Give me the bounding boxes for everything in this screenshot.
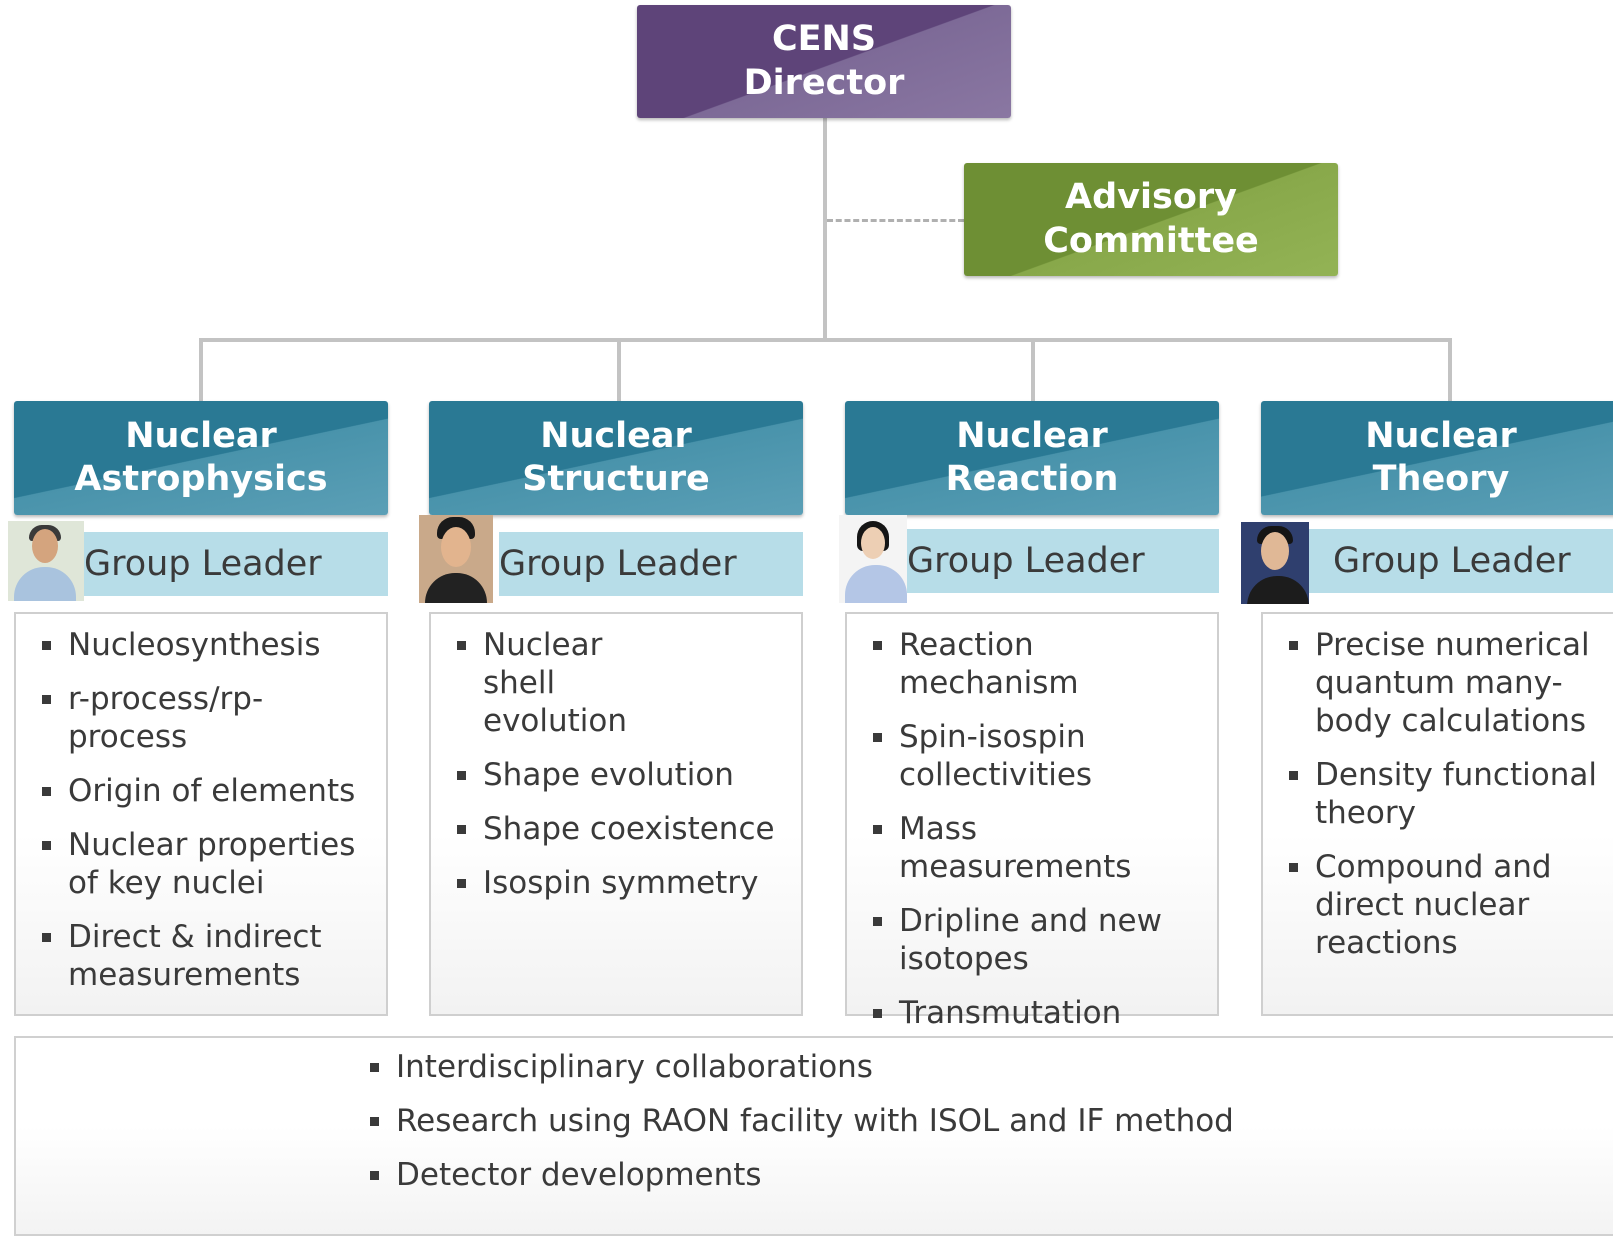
research-topic-item: Precise numerical quantum many-body calc…: [1285, 626, 1600, 740]
research-topic-item: Origin of elements: [38, 772, 378, 810]
group-title-line2: Theory: [1372, 459, 1510, 499]
research-topic-item: Nuclear properties of key nuclei: [38, 826, 378, 902]
research-topic-item: Shape evolution: [453, 756, 793, 794]
research-topic-item: Density functional theory: [1285, 756, 1600, 832]
research-topic-item: Spin-isospin collectivities: [869, 718, 1092, 794]
leader-photo-theory: [1241, 522, 1309, 604]
research-panel-reaction: Reaction mechanism Spin-isospin collecti…: [845, 612, 1219, 1031]
group-leader-bar-structure: Group Leader: [499, 532, 803, 596]
director-label-line2: Director: [743, 62, 905, 103]
research-panel-theory: Precise numerical quantum many-body calc…: [1261, 612, 1613, 1016]
common-topic-item: Interdisciplinary collaborations: [366, 1048, 1613, 1086]
group-leader-label: Group Leader: [907, 541, 1145, 581]
group-bus-line: [199, 338, 1452, 342]
common-research-panel: Interdisciplinary collaborations Researc…: [14, 1036, 1613, 1236]
group-header-theory: Nuclear Theory: [1261, 401, 1613, 515]
research-topics-list: Reaction mechanism Spin-isospin collecti…: [869, 626, 1209, 1032]
common-topic-item: Research using RAON facility with ISOL a…: [366, 1102, 1613, 1140]
common-topics-list: Interdisciplinary collaborations Researc…: [366, 1048, 1613, 1194]
research-topic-item: r-process/rp-process: [38, 680, 378, 756]
common-topic-item: Detector developments: [366, 1156, 1613, 1194]
group-leader-bar-astrophysics: Group Leader: [84, 532, 388, 596]
drop-line-theory: [1448, 338, 1452, 401]
research-topic-item: Nuclear shell evolution: [453, 626, 683, 740]
group-header-reaction: Nuclear Reaction: [845, 401, 1219, 515]
research-panel-structure: Nuclear shell evolution Shape evolution …: [429, 612, 803, 1016]
research-topic-item: Mass measurements: [869, 810, 1209, 886]
group-title-line2: Structure: [522, 459, 710, 499]
leader-photo-reaction: [839, 515, 907, 603]
group-leader-label: Group Leader: [499, 544, 737, 584]
group-title-line1: Nuclear: [540, 415, 692, 456]
advisory-committee-box: Advisory Committee: [964, 163, 1338, 276]
group-title-line2: Astrophysics: [74, 459, 328, 499]
drop-line-reaction: [1031, 338, 1035, 401]
group-header-structure: Nuclear Structure: [429, 401, 803, 515]
leader-photo-structure: [419, 515, 493, 603]
research-topics-list: Precise numerical quantum many-body calc…: [1285, 626, 1611, 962]
research-topics-list: Nucleosynthesis r-process/rp-process Ori…: [38, 626, 378, 994]
research-topic-item: Transmutation: [869, 994, 1209, 1032]
research-topic-item: Dripline and new isotopes: [869, 902, 1169, 978]
group-title-line1: Nuclear: [125, 415, 277, 456]
drop-line-structure: [617, 338, 621, 401]
group-leader-label: Group Leader: [84, 544, 322, 584]
group-leader-bar-reaction: Group Leader: [907, 529, 1219, 593]
advisory-label-line2: Committee: [1043, 220, 1259, 261]
group-title-line2: Reaction: [945, 459, 1119, 499]
director-label-line1: CENS: [771, 19, 877, 60]
director-trunk-line: [823, 118, 827, 341]
research-topics-list: Nuclear shell evolution Shape evolution …: [453, 626, 793, 902]
group-title-line1: Nuclear: [1365, 415, 1517, 456]
research-topic-item: Shape coexistence: [453, 810, 793, 848]
leader-photo-astrophysics: [8, 521, 84, 601]
drop-line-astrophysics: [199, 338, 203, 401]
group-header-astrophysics: Nuclear Astrophysics: [14, 401, 388, 515]
research-topic-item: Reaction mechanism: [869, 626, 1209, 702]
research-topic-item: Compound and direct nuclear reactions: [1285, 848, 1565, 962]
advisory-dashed-connector: [827, 219, 964, 222]
director-box: CENS Director: [637, 5, 1011, 118]
research-topic-item: Direct & indirect measurements: [38, 918, 378, 994]
group-leader-bar-theory: Group Leader: [1307, 529, 1613, 593]
research-panel-astrophysics: Nucleosynthesis r-process/rp-process Ori…: [14, 612, 388, 1016]
group-title-line1: Nuclear: [956, 415, 1108, 456]
group-leader-label: Group Leader: [1333, 541, 1571, 581]
research-topic-item: Nucleosynthesis: [38, 626, 378, 664]
advisory-label-line1: Advisory: [1065, 177, 1237, 218]
research-topic-item: Isospin symmetry: [453, 864, 793, 902]
